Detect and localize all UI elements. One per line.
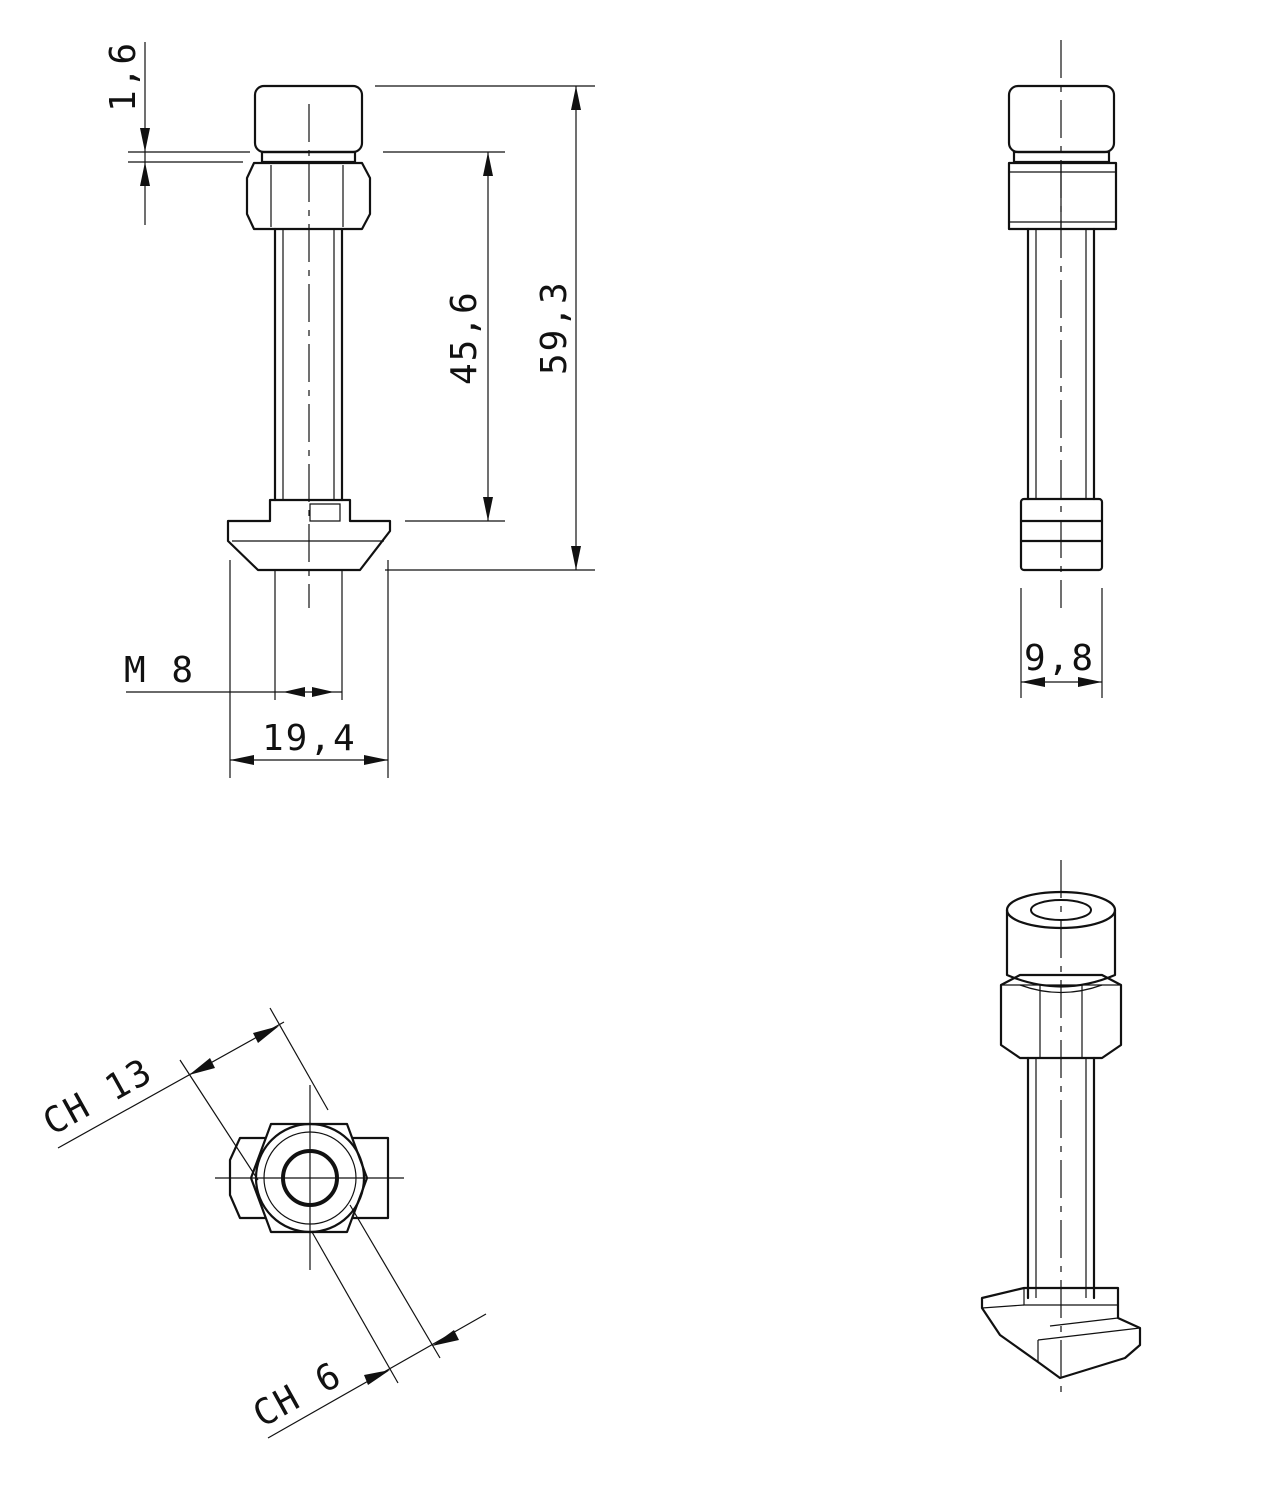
label-nut-to-tslot: 45,6 xyxy=(444,290,485,385)
top-view xyxy=(215,1085,404,1270)
label-tslot-width: 19,4 xyxy=(262,718,357,759)
front-tslot-nut xyxy=(226,498,392,572)
side-hex-nut xyxy=(1007,161,1118,231)
side-view xyxy=(1007,40,1118,608)
label-wrench-socket: CH 6 xyxy=(246,1354,349,1436)
side-dimensions: 9,8 xyxy=(1020,588,1103,698)
label-side-width: 9,8 xyxy=(1024,638,1095,679)
isometric-view xyxy=(980,860,1142,1400)
top-tslot-nut xyxy=(228,1136,390,1220)
iso-tslot-nut xyxy=(980,1286,1142,1380)
front-view xyxy=(226,84,392,608)
label-overall-height: 59,3 xyxy=(534,280,575,375)
label-wrench-nut: CH 13 xyxy=(36,1051,159,1144)
front-dimensions: 1,6 45,6 59,3 M 8 19,4 xyxy=(103,41,595,778)
iso-hex-nut xyxy=(999,973,1123,1060)
label-head-gap: 1,6 xyxy=(103,41,144,112)
top-dimensions: CH 13 CH 6 xyxy=(36,1007,487,1439)
front-hex-nut xyxy=(245,161,372,231)
label-thread: M 8 xyxy=(124,650,195,691)
